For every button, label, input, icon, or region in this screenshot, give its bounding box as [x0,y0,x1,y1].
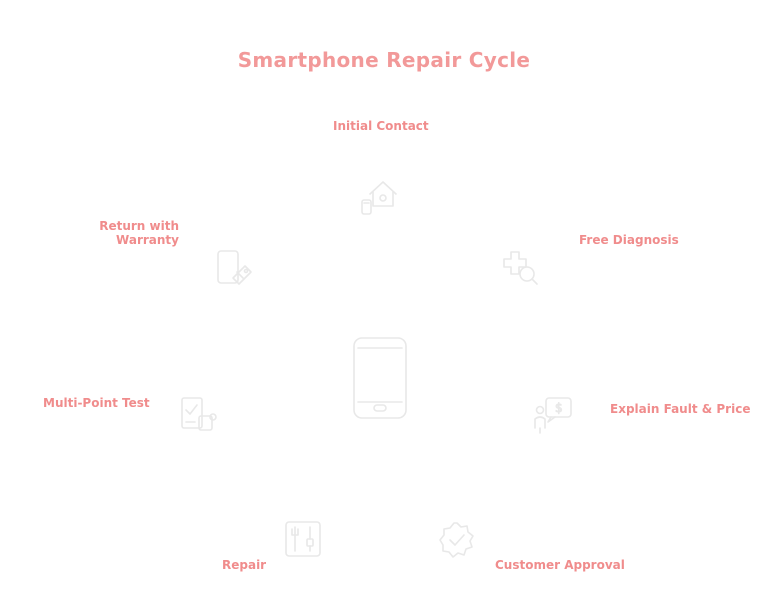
diagram-title: Smartphone Repair Cycle [237,48,531,72]
badge-check-icon [439,521,475,559]
step-label-free-diagnosis: Free Diagnosis [579,233,679,247]
step-label-customer-approval: Customer Approval [495,558,625,572]
step-label-return-with-warranty: Return with Warranty [59,219,179,247]
diagnosis-magnifier-icon [502,250,540,286]
step-label-explain-fault-price: Explain Fault & Price [610,402,751,416]
step-label-return-with-warranty-text: Return with Warranty [99,219,179,247]
smartphone-icon [352,336,408,420]
step-label-repair: Repair [222,558,267,572]
person-price-tag-icon: $ [533,396,573,434]
step-label-initial-contact: Initial Contact [333,119,429,133]
svg-text:$: $ [555,401,563,415]
step-label-multi-point-test: Multi-Point Test [43,396,150,410]
tools-icon [285,521,321,557]
phone-tag-icon [217,250,255,286]
checklist-icon [181,396,219,432]
house-phone-icon [360,180,398,216]
